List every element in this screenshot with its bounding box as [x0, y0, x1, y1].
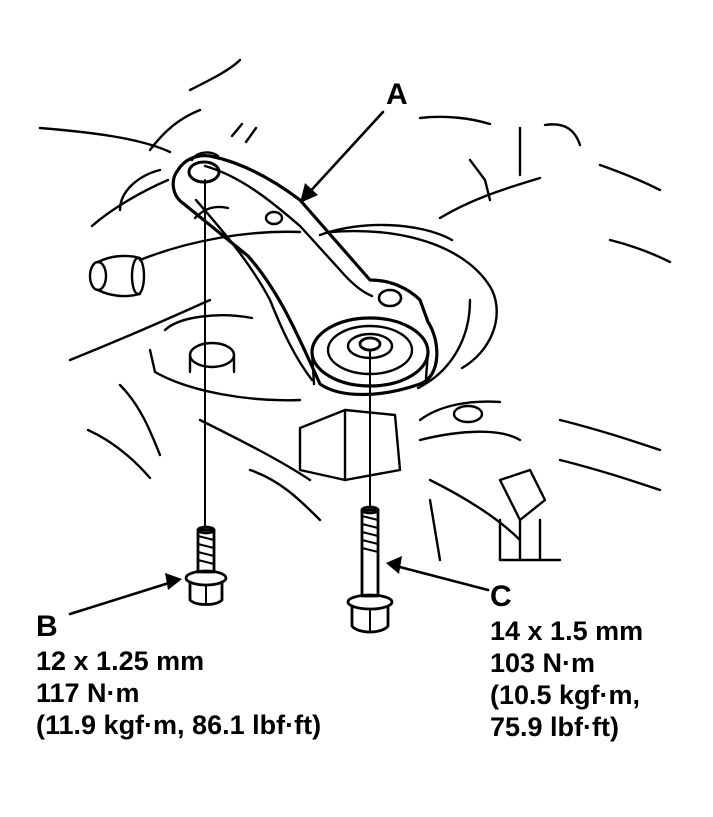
bolt-b — [184, 525, 228, 606]
bolt-b-torque-nm: 117 N·m — [36, 678, 140, 708]
bolt-c-torque-alt-line2: 75.9 lbf·ft) — [490, 712, 620, 742]
callout-label-a: A — [386, 78, 408, 111]
bolt-c — [346, 505, 394, 634]
bolt-b-torque-alt: (11.9 kgf·m, 86.1 lbf·ft) — [36, 710, 322, 740]
bolt-c-torque-nm: 103 N·m — [490, 648, 596, 678]
arrow-b — [68, 573, 182, 616]
bolt-c-torque-alt-line1: (10.5 kgf·m, — [490, 680, 641, 710]
callout-label-c: C — [490, 580, 512, 613]
bolt-b-size: 12 x 1.25 mm — [36, 646, 205, 676]
bolt-c-size: 14 x 1.5 mm — [490, 616, 644, 646]
arrow-a — [300, 110, 385, 203]
callout-label-b: B — [36, 610, 58, 643]
arrow-c — [386, 556, 490, 592]
chassis-background — [38, 58, 672, 562]
leader-lines — [204, 179, 371, 529]
